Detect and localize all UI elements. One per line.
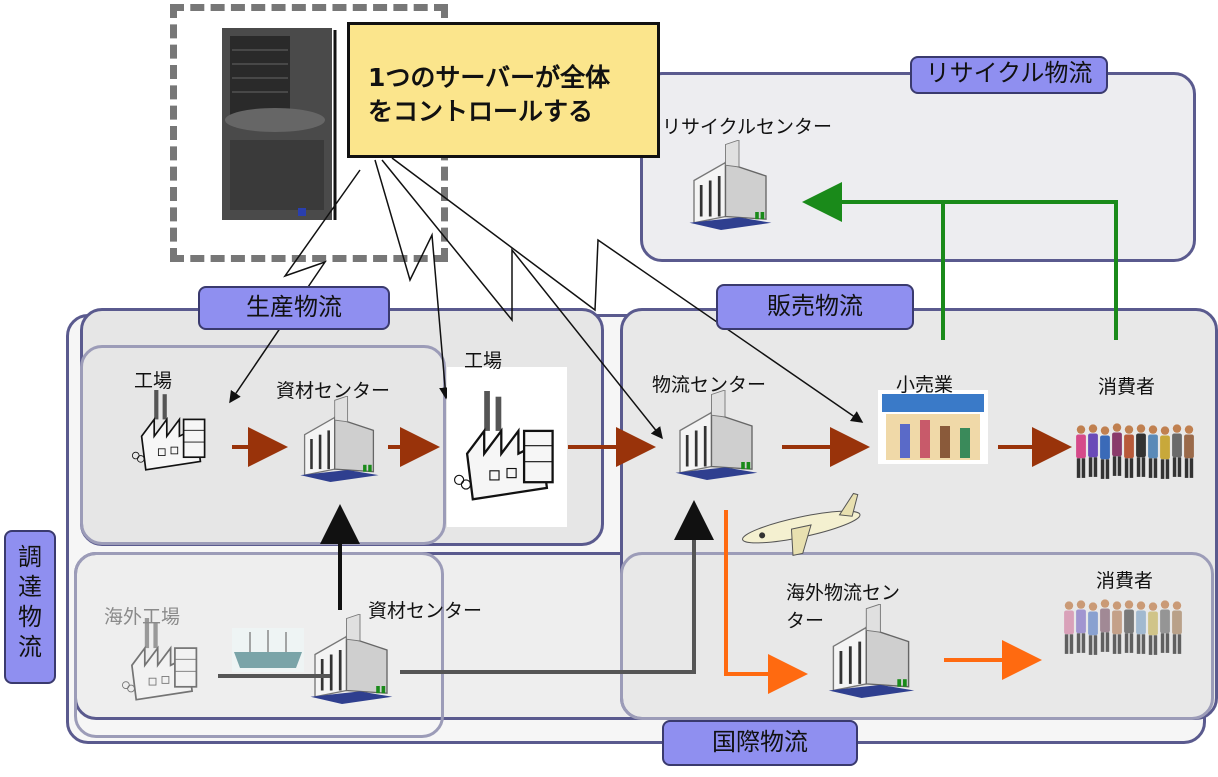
material-center-warehouse-icon	[298, 396, 381, 482]
logistics-center-warehouse-icon	[673, 390, 760, 480]
procurement-char-4: 流	[18, 633, 42, 661]
tag-international-logistics: 国際物流	[662, 720, 858, 766]
label-retail: 小売業	[896, 374, 954, 396]
airplane-icon	[742, 492, 861, 556]
server-callout: 1つのサーバーが全体 をコントロールする	[347, 22, 660, 158]
label-overseas-factory: 海外工場	[104, 606, 181, 628]
label-factory-2: 工場	[464, 350, 503, 372]
people-group-2-icon	[1064, 599, 1182, 655]
ship-icon	[232, 628, 304, 672]
label-material-center-1: 資材センター	[276, 380, 391, 402]
tag-procurement-logistics: 調 達 物 流	[4, 530, 56, 684]
procurement-char-1: 調	[18, 543, 42, 571]
label-overseas-center-line-2: ター	[786, 610, 825, 632]
material-center-2-warehouse-icon	[308, 614, 395, 704]
overseas-factory-icon	[121, 618, 198, 701]
label-overseas-center-line-1: 海外物流セン	[786, 582, 901, 604]
recycle-center-warehouse-icon	[687, 140, 774, 230]
overseas-logistics-center-warehouse-icon	[827, 604, 916, 698]
international-overlap-region	[620, 552, 1214, 720]
factory-icon	[131, 390, 206, 471]
label-consumer-1: 消費者	[1098, 376, 1156, 398]
retail-store-icon	[878, 390, 988, 464]
production-inner-region	[80, 345, 446, 545]
people-group-icon	[1076, 423, 1194, 479]
label-factory-1: 工場	[134, 370, 173, 392]
label-logistics-center: 物流センター	[652, 374, 767, 396]
procurement-inner-region	[74, 552, 444, 738]
server-icon	[222, 28, 337, 220]
tag-sales-logistics: 販売物流	[716, 284, 914, 330]
tag-production-logistics: 生産物流	[198, 286, 390, 330]
tag-recycling-logistics: リサイクル物流	[910, 56, 1108, 94]
callout-line-2: をコントロールする	[368, 96, 594, 126]
label-consumer-2: 消費者	[1096, 570, 1154, 592]
label-material-center-2: 資材センター	[368, 600, 483, 622]
label-recycle-center: リサイクルセンター	[662, 116, 833, 138]
callout-line-1: 1つのサーバーが全体	[368, 63, 611, 92]
procurement-char-2: 達	[18, 573, 42, 601]
procurement-char-3: 物	[18, 603, 42, 631]
